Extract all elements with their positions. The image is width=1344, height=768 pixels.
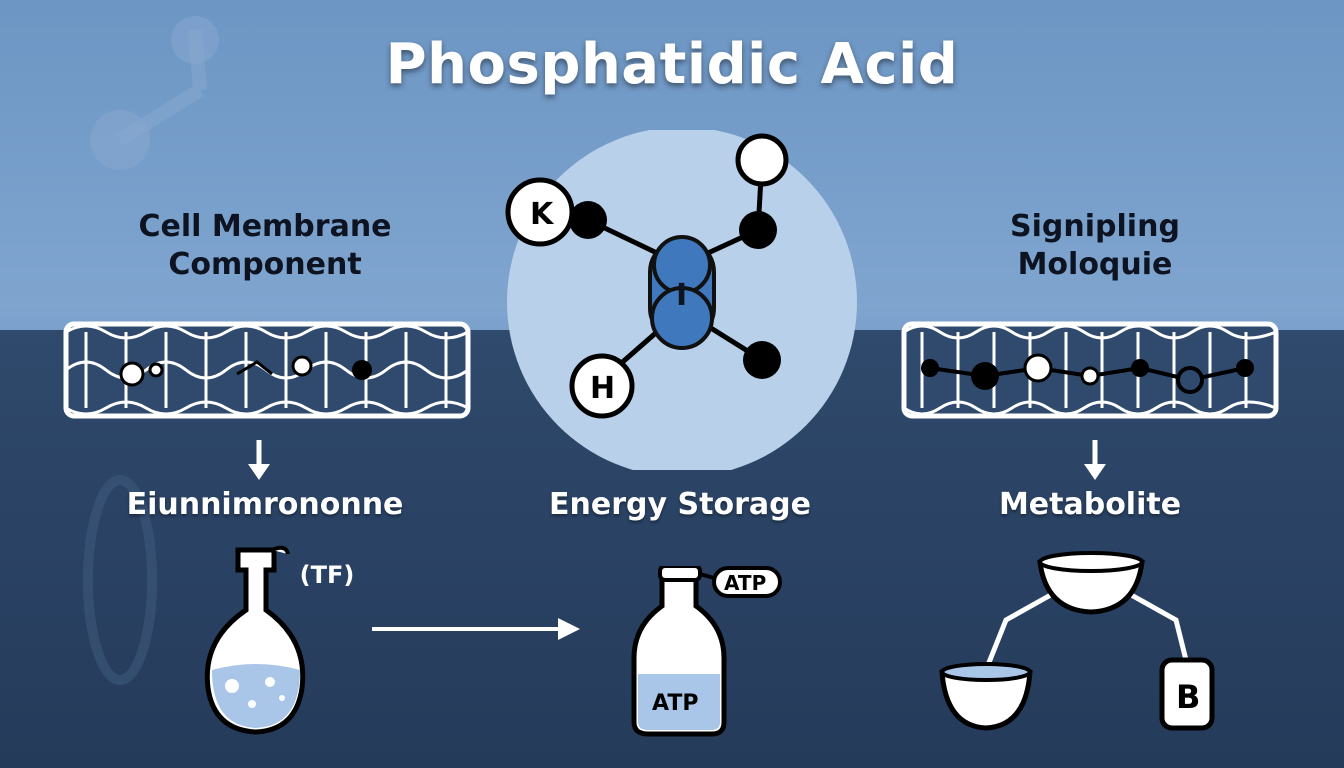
box-letter: B	[1176, 678, 1200, 716]
left-membrane-lattice	[63, 321, 471, 419]
right-down-arrow	[1084, 440, 1106, 480]
energy-storage-label: Energy Storage	[549, 487, 811, 522]
cell-membrane-label: Cell Membrane Component	[138, 209, 392, 282]
right-arrow	[372, 618, 580, 640]
background-cell-decoration	[83, 475, 157, 685]
flask-tag: (TF)	[299, 561, 355, 589]
atp-bottle-tag: ATP	[724, 571, 766, 595]
right-membrane-lattice	[901, 321, 1279, 419]
left-bottom-label: Eiunnimrononne	[126, 487, 404, 522]
flask-icon	[204, 545, 306, 735]
signaling-molecule-label: Signipling Moloquie	[1010, 209, 1180, 282]
central-molecule-diagram: K I H	[505, 130, 857, 470]
atp-bottle-label: ATP	[652, 691, 698, 716]
metabolite-label: Metabolite	[998, 487, 1182, 522]
atp-bottle-icon: ATP ATP	[631, 566, 782, 737]
metabolite-network-icon: B	[939, 551, 1215, 731]
hydrogen-atom-label: H	[590, 371, 615, 406]
central-atom-mark: I	[676, 278, 687, 313]
left-down-arrow	[248, 440, 270, 480]
page-title: Phosphatidic Acid	[385, 32, 959, 97]
partial-atom-label: K	[530, 197, 555, 232]
background-molecule-decoration	[90, 16, 219, 170]
